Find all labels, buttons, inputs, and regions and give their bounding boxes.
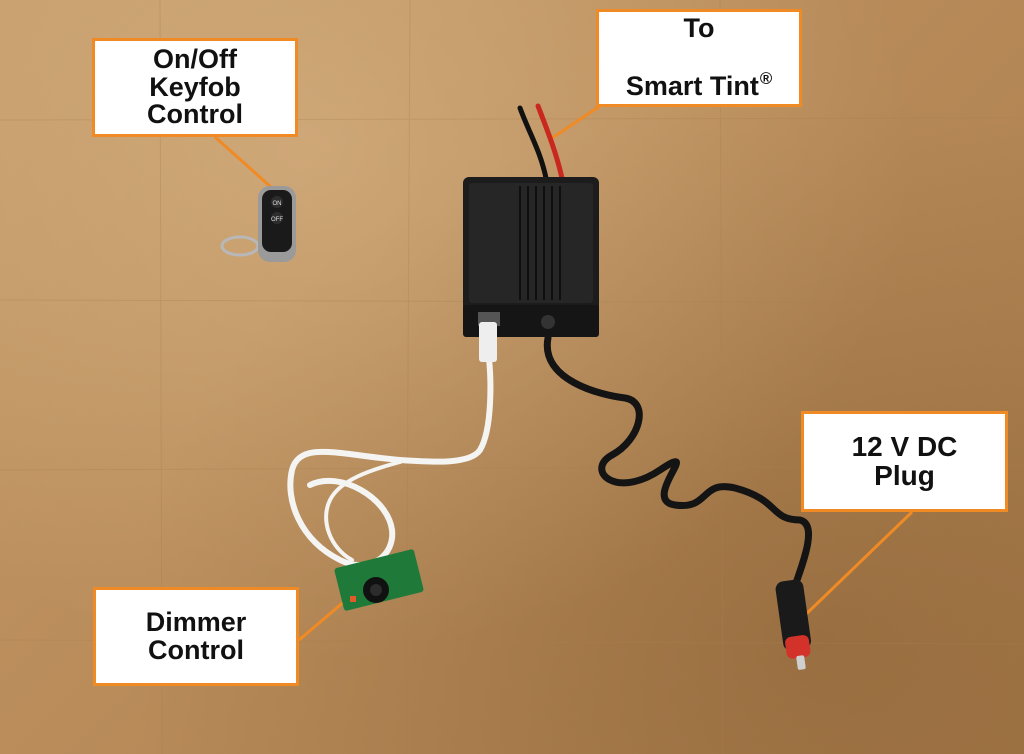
keyfob-callout: On/Off Keyfob Control xyxy=(92,38,298,137)
cigarette-lighter-plug xyxy=(775,579,812,670)
dimmer-callout-text: Dimmer Control xyxy=(145,606,247,665)
plug-callout-text: 12 V DC Plug xyxy=(851,430,958,491)
flat-cable xyxy=(287,347,494,569)
keyfob-off-label: OFF xyxy=(271,217,283,223)
plug-callout: 12 V DC Plug xyxy=(801,411,1008,512)
keyfob-on-label: ON xyxy=(273,201,282,207)
dimmer-board xyxy=(334,549,424,611)
registered-mark: ® xyxy=(759,69,773,89)
keyfob-callout-text: On/Off Keyfob Control xyxy=(147,44,243,130)
smart-tint-line1: To xyxy=(683,13,715,44)
smart-tint-name: Smart Tint xyxy=(625,71,759,102)
smart-tint-callout: To Smart Tint® xyxy=(596,9,802,107)
coiled-power-cord xyxy=(543,334,812,604)
tint-wires xyxy=(517,103,565,181)
dimmer-callout: Dimmer Control xyxy=(93,587,299,686)
rj-connector xyxy=(479,322,497,362)
smart-tint-line2: Smart Tint® xyxy=(626,70,772,100)
smart-tint-callout-text: To Smart Tint® xyxy=(626,0,772,128)
controller-box xyxy=(463,177,599,337)
remote-keyfob: ON OFF xyxy=(220,186,296,262)
